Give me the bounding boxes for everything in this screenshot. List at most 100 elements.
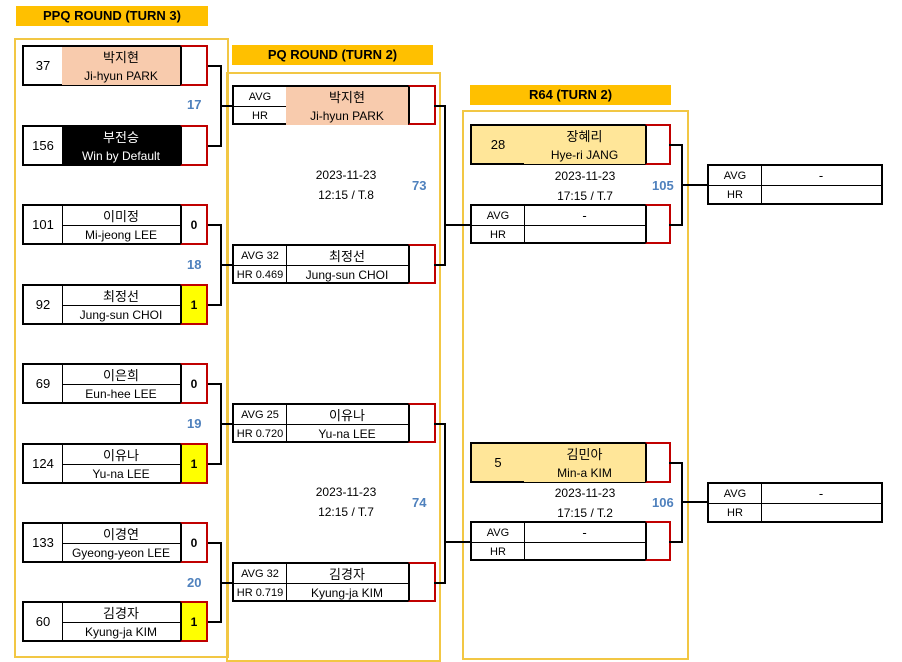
player-english-name: [761, 503, 881, 522]
player-avg: AVG 32: [234, 564, 287, 583]
player-seed: 37: [24, 47, 63, 84]
match-time: 17:15 / T.2: [557, 506, 613, 520]
connector: [434, 582, 446, 584]
match-date: 2023-11-23: [315, 168, 377, 182]
ppq-player-5[interactable]: 69 이은희 Eun-hee LEE: [22, 363, 182, 404]
player-seed: 69: [24, 365, 63, 402]
match-time: 17:15 / T.7: [557, 189, 613, 203]
connector: [208, 65, 222, 67]
connector: [208, 463, 222, 465]
ppq-player-7[interactable]: 133 이경연 Gyeong-yeon LEE: [22, 522, 182, 563]
ppq-round-title: PPQ ROUND (TURN 3): [16, 6, 208, 26]
ppq-score-4: 1: [180, 284, 208, 325]
player-korean-name: 부전승: [62, 127, 180, 147]
ppq-score-8: 1: [180, 601, 208, 642]
ppq-player-1[interactable]: 37 박지현 Ji-hyun PARK: [22, 45, 182, 86]
ppq-player-2[interactable]: 156 부전승 Win by Default: [22, 125, 182, 166]
player-avg: AVG: [234, 87, 287, 106]
match-time: 12:15 / T.7: [318, 505, 374, 519]
player-korean-name: 이유나: [286, 405, 408, 425]
match-date: 2023-11-23: [315, 485, 377, 499]
ppq-score-3: 0: [180, 204, 208, 245]
connector: [220, 423, 234, 425]
r64-seeded-player-1[interactable]: 28 장혜리 Hye-ri JANG: [470, 124, 647, 165]
player-korean-name: 박지현: [286, 87, 408, 107]
match-date: 2023-11-23: [554, 169, 616, 183]
player-korean-name: 최정선: [62, 286, 180, 306]
connector: [434, 423, 446, 425]
connector: [208, 145, 222, 147]
pq-player-2[interactable]: AVG 32 HR 0.469 최정선 Jung-sun CHOI: [232, 244, 410, 284]
player-seed: 60: [24, 603, 63, 640]
player-seed: 92: [24, 286, 63, 323]
player-avg: AVG: [472, 206, 525, 225]
pq-player-1[interactable]: AVG HR 박지현 Ji-hyun PARK: [232, 85, 410, 125]
r64-match-106-info: 2023-11-23 17:15 / T.2: [535, 483, 635, 523]
player-korean-name: 이은희: [62, 365, 180, 385]
ppq-player-4[interactable]: 92 최정선 Jung-sun CHOI: [22, 284, 182, 325]
r64-qualifier-slot-2[interactable]: AVG HR -: [470, 521, 647, 561]
ppq-score-2: [180, 125, 208, 166]
player-english-name: Yu-na LEE: [92, 466, 150, 481]
connector: [220, 105, 234, 107]
player-english-name: Min-a KIM: [524, 463, 645, 482]
player-english-name: Hye-ri JANG: [524, 145, 645, 164]
player-korean-name: 장혜리: [524, 126, 645, 146]
player-english-name: [761, 185, 881, 204]
connector: [208, 304, 222, 306]
player-hr: HR 0.719: [234, 583, 287, 602]
connector: [208, 621, 222, 623]
ppq-player-8[interactable]: 60 김경자 Kyung-ja KIM: [22, 601, 182, 642]
match-time: 12:15 / T.8: [318, 188, 374, 202]
pq-score-2: [408, 244, 436, 284]
player-hr: HR: [709, 503, 762, 522]
player-english-name: Yu-na LEE: [318, 426, 376, 441]
player-avg: AVG: [709, 484, 762, 503]
player-seed: 101: [24, 206, 63, 243]
player-english-name: [524, 225, 645, 244]
player-korean-name: 이미정: [62, 206, 180, 226]
player-hr: HR: [709, 185, 762, 204]
player-english-name: Eun-hee LEE: [85, 386, 157, 401]
r64-score-4: [645, 521, 671, 561]
pq-score-4: [408, 562, 436, 602]
player-korean-name: 김민아: [524, 444, 645, 464]
connector: [220, 264, 234, 266]
ppq-match-number-20: 20: [187, 575, 202, 590]
r64-qualifier-slot-1[interactable]: AVG HR -: [470, 204, 647, 244]
connector: [681, 184, 709, 186]
player-hr: HR: [234, 106, 287, 125]
ppq-score-6: 1: [180, 443, 208, 484]
player-korean-name: 김경자: [286, 564, 408, 584]
r32-slot-2[interactable]: AVG HR -: [707, 482, 883, 523]
player-english-name: Ji-hyun PARK: [62, 66, 180, 85]
pq-match-73-info: 2023-11-23 12:15 / T.8: [296, 165, 396, 205]
r64-score-2: [645, 204, 671, 244]
player-english-name: [524, 542, 645, 561]
connector: [220, 582, 234, 584]
player-korean-name: 최정선: [286, 246, 408, 266]
player-hr: HR 0.720: [234, 424, 287, 443]
r32-slot-1[interactable]: AVG HR -: [707, 164, 883, 205]
player-seed: 156: [24, 127, 63, 164]
ppq-player-6[interactable]: 124 이유나 Yu-na LEE: [22, 443, 182, 484]
pq-player-4[interactable]: AVG 32 HR 0.719 김경자 Kyung-ja KIM: [232, 562, 410, 602]
connector: [444, 105, 446, 266]
r64-round-title: R64 (TURN 2): [470, 85, 671, 105]
pq-score-3: [408, 403, 436, 443]
pq-match-number-73: 73: [412, 178, 427, 193]
player-english-name: Jung-sun CHOI: [305, 267, 389, 282]
pq-player-3[interactable]: AVG 25 HR 0.720 이유나 Yu-na LEE: [232, 403, 410, 443]
pq-match-number-74: 74: [412, 495, 427, 510]
ppq-player-3[interactable]: 101 이미정 Mi-jeong LEE: [22, 204, 182, 245]
r64-score-1: [645, 124, 671, 165]
player-english-name: Gyeong-yeon LEE: [71, 545, 171, 560]
player-hr: HR 0.469: [234, 265, 287, 284]
player-avg: AVG 25: [234, 405, 287, 424]
r64-match-number-105: 105: [652, 178, 674, 193]
r64-seeded-player-2[interactable]: 5 김민아 Min-a KIM: [470, 442, 647, 483]
connector: [669, 224, 683, 226]
player-english-name: Jung-sun CHOI: [79, 307, 163, 322]
pq-match-74-info: 2023-11-23 12:15 / T.7: [296, 482, 396, 522]
match-date: 2023-11-23: [554, 486, 616, 500]
